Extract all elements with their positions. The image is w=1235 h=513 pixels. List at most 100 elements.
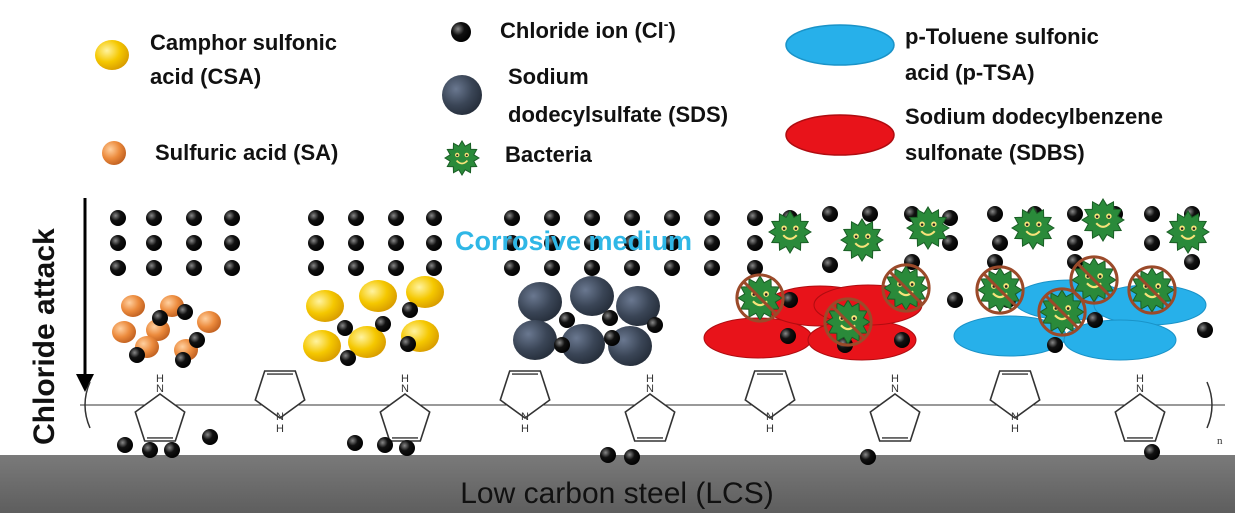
bacteria-legend-marker: [444, 140, 480, 176]
inhibited-bacteria-icon: [881, 263, 931, 313]
sulfuric-acid-particle: [197, 311, 221, 333]
chloride-ion: [142, 442, 158, 458]
bacteria-pupil: [852, 317, 856, 320]
bacteria-mouth: [782, 234, 798, 240]
chloride-ion: [347, 435, 363, 451]
chloride-ion: [1144, 235, 1160, 251]
bacteria-icon: [840, 218, 884, 262]
chloride-ion: [177, 304, 193, 320]
chloride-ion: [860, 449, 876, 465]
chloride-ion: [348, 235, 364, 251]
chloride-ion: [1087, 312, 1103, 328]
pyrrole-ring: [379, 393, 431, 442]
bacteria-icon: [444, 140, 480, 176]
n-label: N: [766, 411, 774, 423]
n-label: N: [156, 383, 164, 395]
prohibited-circle-icon: [975, 265, 1025, 315]
chloride-ion: [704, 210, 720, 226]
ptsa-legend-label-line2: acid (p-TSA): [905, 60, 1035, 85]
subscript-n-label: n: [1217, 435, 1223, 447]
chloride-ion: [664, 235, 680, 251]
chloride-ion: [782, 292, 798, 308]
chloride-ion: [584, 260, 600, 276]
pyrrole-ring: [499, 370, 551, 419]
chloride-ion: [224, 235, 240, 251]
nh-label: H: [521, 423, 529, 435]
sodium-dodecylsulfate-particle: [616, 286, 660, 326]
bacteria-mouth: [455, 159, 469, 165]
bacteria-pupil: [1192, 227, 1196, 230]
prohibited-slash-icon: [1134, 272, 1170, 308]
chloride-ion: [388, 235, 404, 251]
bacteria-mouth: [920, 230, 936, 236]
chloride-ion: [704, 260, 720, 276]
bacteria-pupil: [465, 154, 468, 157]
pyrrole-ring: [869, 393, 921, 442]
chloride-ion: [186, 210, 202, 226]
chloride-ion: [175, 352, 191, 368]
prohibited-slash-icon: [742, 280, 778, 316]
bacteria-pupil: [1095, 215, 1099, 218]
chloride-ion: [600, 447, 616, 463]
bacteria-pupil: [794, 227, 798, 230]
chloride-ion: [224, 210, 240, 226]
chloride-ion: [400, 336, 416, 352]
inhibited-bacteria-icon: [1069, 255, 1119, 305]
sdbs-legend-label-line1: Sodium dodecylbenzene: [905, 104, 1163, 129]
chloride-ion: [426, 210, 442, 226]
bacteria-pupil: [764, 293, 768, 296]
bacteria-pupil: [1098, 275, 1102, 278]
ptsa-legend-label-line1: p-Toluene sulfonic: [905, 24, 1099, 49]
chloride-ion: [747, 235, 763, 251]
prohibited-slash-icon: [888, 270, 924, 306]
chloride-ion: [544, 235, 560, 251]
chloride-ion: [1197, 322, 1213, 338]
nh-label: H: [401, 373, 409, 385]
chloride-ion: [375, 316, 391, 332]
chloride-ion: [146, 260, 162, 276]
bacteria-icon: [906, 206, 950, 250]
bacteria-pupil: [866, 235, 870, 238]
n-label: N: [521, 411, 529, 423]
prohibited-slash-icon: [982, 272, 1018, 308]
chloride-ion: [504, 260, 520, 276]
bacteria-pupil: [782, 227, 786, 230]
chloride-ion: [504, 235, 520, 251]
pyrrole-ring: [744, 370, 796, 419]
chloride-ion: [544, 210, 560, 226]
chloride-ion: [554, 337, 570, 353]
chloride-ion: [862, 206, 878, 222]
bacteria-layer: [735, 198, 1210, 347]
chloride-ion: [664, 260, 680, 276]
n-label: N: [891, 383, 899, 395]
inhibited-bacteria-icon: [1127, 265, 1177, 315]
bacteria-pupil: [1004, 285, 1008, 288]
bacteria-body: [906, 206, 950, 250]
chloride-attack-indicator: Chloride attack: [28, 198, 94, 445]
chain-close-bracket: [1206, 381, 1213, 429]
bacteria-body: [1081, 198, 1125, 242]
bacteria-pupil: [1156, 285, 1160, 288]
chloride-ion: [647, 317, 663, 333]
bacteria-pupil: [1037, 223, 1041, 226]
chloride-ion: [1144, 206, 1160, 222]
inhibited-bacteria-icon: [975, 265, 1025, 315]
chloride-ion: [388, 210, 404, 226]
bacteria-pupil: [1180, 227, 1184, 230]
chloride-ion: [402, 302, 418, 318]
chloride-ion: [426, 260, 442, 276]
bacteria-pupil: [854, 235, 858, 238]
chloride-ion: [747, 260, 763, 276]
chloride-legend-marker: [451, 22, 471, 42]
n-label: N: [401, 383, 409, 395]
chloride-ion: [146, 210, 162, 226]
sds-legend-label-line2: dodecylsulfate (SDS): [508, 102, 728, 127]
chloride-ion: [186, 260, 202, 276]
bacteria-mouth: [1095, 222, 1111, 228]
pyrrole-ring: [1114, 393, 1166, 442]
bacteria-pupil: [1025, 223, 1029, 226]
chloride-ion: [388, 260, 404, 276]
chloride-ion: [337, 320, 353, 336]
chain-open-bracket: [84, 381, 91, 429]
